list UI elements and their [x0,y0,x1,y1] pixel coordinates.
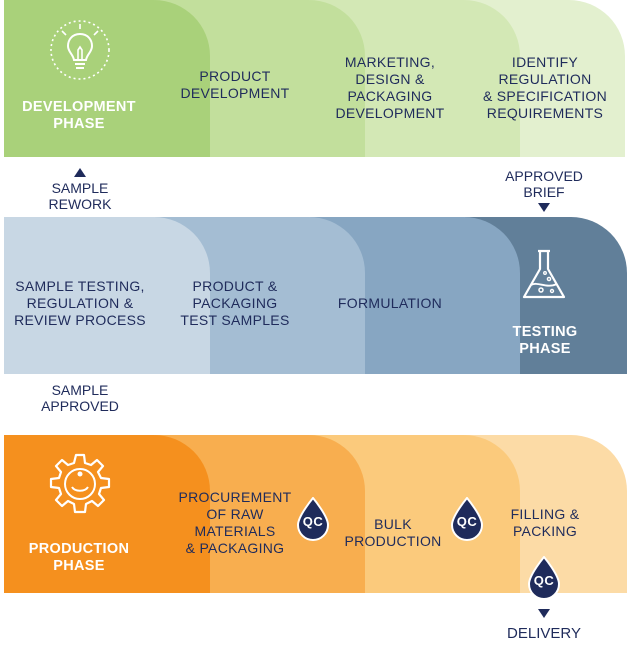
test-step-1-box [4,217,210,374]
dev-step-product-development: PRODUCT DEVELOPMENT [180,68,290,101]
approved-brief-arrow [538,203,550,212]
test-step-test-samples: PRODUCT & PACKAGING TEST SAMPLES [180,277,290,328]
droplet-icon [296,496,330,542]
test-step-sample-testing: SAMPLE TESTING, REGULATION & REVIEW PROC… [14,277,146,328]
prod-phase-box [4,435,210,593]
testing-row: SAMPLE TESTING, REGULATION & REVIEW PROC… [0,217,633,374]
delivery-note: DELIVERY [507,625,581,642]
qc-droplet-2: QC [450,496,484,542]
qc-label: QC [533,573,555,588]
delivery-arrow [538,609,550,618]
qc-droplet-3: QC [527,555,561,601]
dev-phase-box [4,0,210,157]
testing-phase-label: TESTING PHASE [512,324,578,357]
gear-icon [49,453,111,514]
flask-icon [522,249,566,299]
prod-step-bulk-production: BULK PRODUCTION [344,516,442,549]
test-step-formulation: FORMULATION [337,294,443,311]
qc-droplet-1: QC [296,496,330,542]
qc-label: QC [302,514,324,529]
dev-step-identify-regulation: IDENTIFY REGULATION & SPECIFICATION REQU… [482,54,608,121]
sample-rework-note: SAMPLE REWORK [48,180,112,212]
droplet-icon [527,555,561,601]
sample-rework-arrow [74,168,86,177]
production-phase-label: PRODUCTION PHASE [28,541,130,574]
lightbulb-icon [50,20,110,80]
development-row: DEVELOPMENT PHASE PRODUCT DEVELOPMENT MA… [0,0,633,157]
prod-step-procurement: PROCUREMENT OF RAW MATERIALS & PACKAGING [178,489,292,556]
dev-step-marketing-design: MARKETING, DESIGN & PACKAGING DEVELOPMEN… [335,54,445,121]
qc-label: QC [456,514,478,529]
prod-step-filling-packing: FILLING & PACKING [510,506,580,539]
approved-brief-note: APPROVED BRIEF [505,168,583,200]
development-phase-label: DEVELOPMENT PHASE [22,99,136,132]
droplet-icon [450,496,484,542]
sample-approved-note: SAMPLE APPROVED [41,382,119,414]
